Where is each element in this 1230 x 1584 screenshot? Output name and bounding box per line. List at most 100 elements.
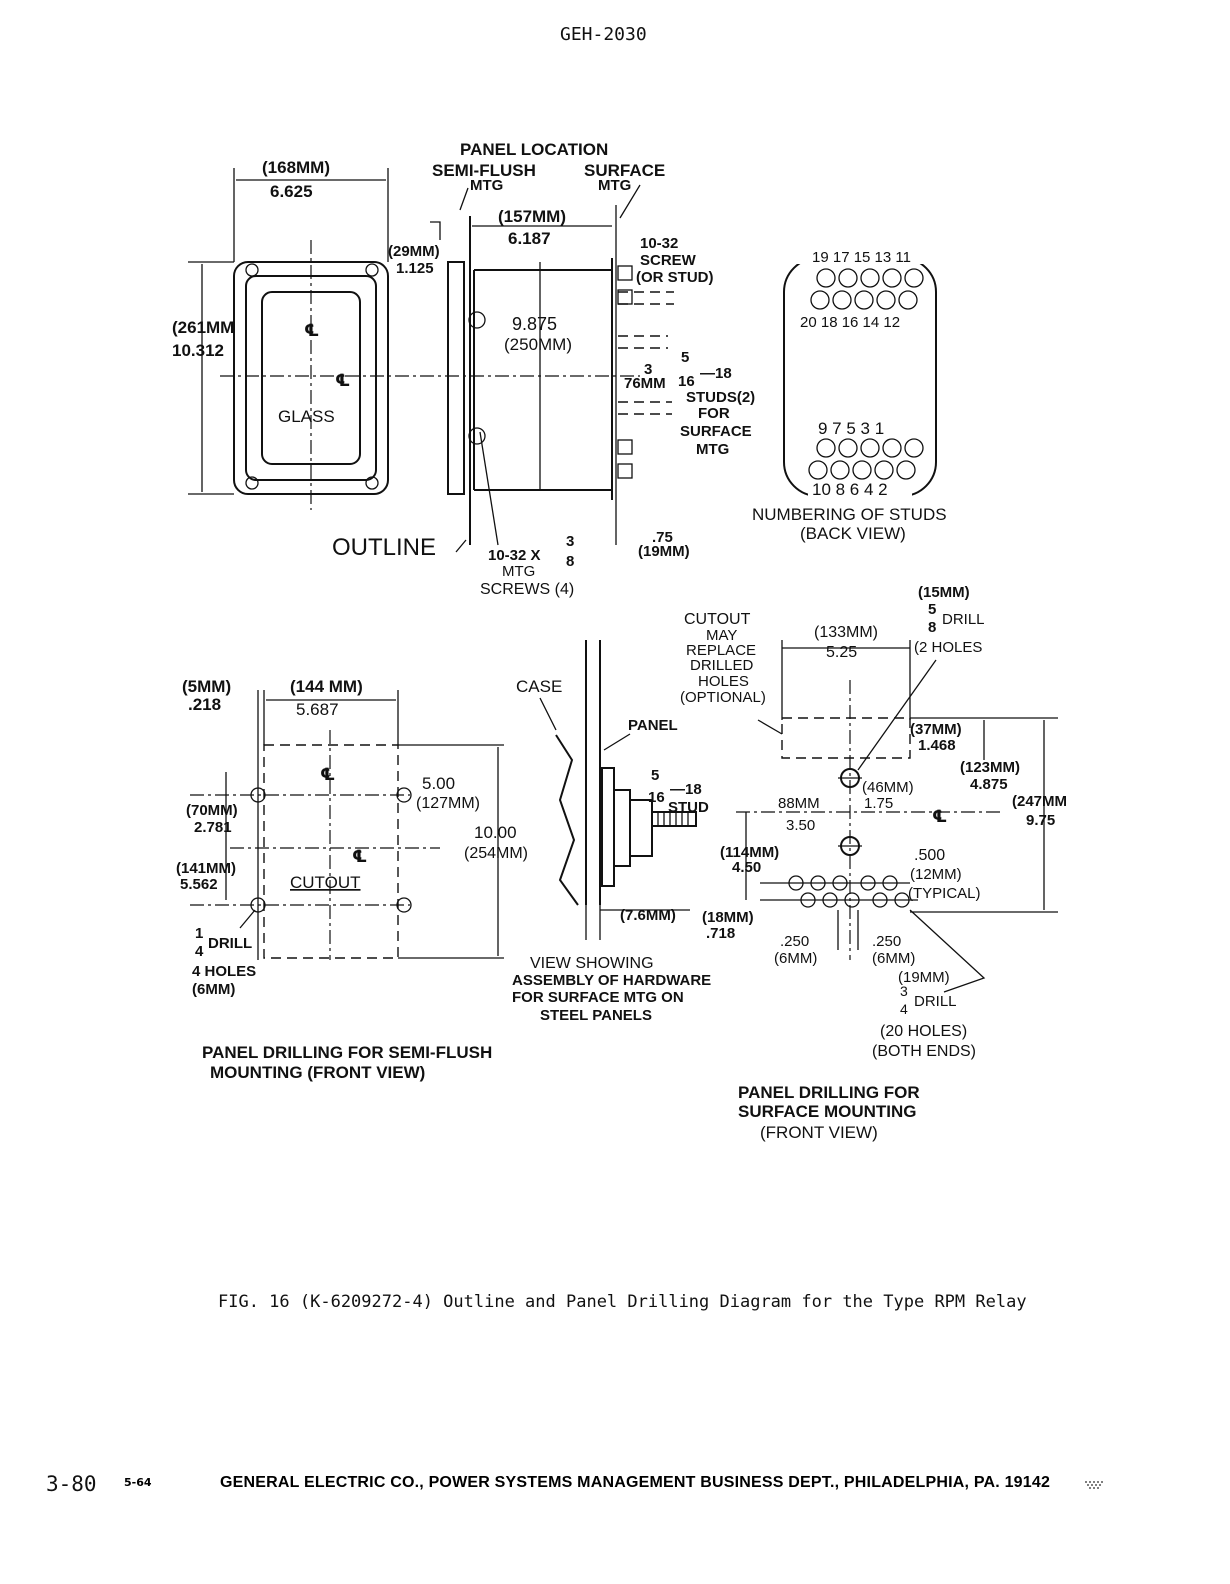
centerline-symbol-v: ℄ [304, 321, 319, 340]
d88-in: 3.50 [786, 817, 815, 834]
drill-hole-tr [396, 787, 412, 803]
d46-mm: (46MM) [862, 779, 914, 796]
corner-screw-br [365, 476, 379, 490]
mtg-screws-line1: 10-32 X [488, 547, 541, 564]
d88-mm: 88MM [778, 795, 820, 812]
outline-height-dim-line [188, 261, 234, 495]
big-drill-holes: (2 HOLES [914, 639, 982, 656]
outline-width-mm: (168MM) [262, 158, 330, 177]
flange-depth-mm: (19MM) [638, 543, 690, 560]
semi-flush-centerline-h: ℄ [352, 847, 367, 866]
big-drill-num: 5 [928, 601, 936, 618]
flange-depth-in: .75 [652, 529, 673, 546]
hole-spacing-mm: (127MM) [416, 795, 480, 812]
drill-den: 4 [195, 943, 204, 960]
d247-mm: (247MM [1012, 793, 1067, 810]
surface-extent-dims [910, 717, 1058, 913]
semi-flush-title-line1: PANEL DRILLING FOR SEMI-FLUSH [202, 1043, 492, 1062]
outline-height-mm: (261MM [172, 318, 234, 337]
cutout-height-in: 10.00 [474, 823, 517, 842]
surface-title-line1: PANEL DRILLING FOR [738, 1083, 920, 1102]
d250b-mm: (6MM) [872, 950, 915, 967]
case-break-line [555, 734, 579, 906]
d123-mm: (123MM) [960, 759, 1020, 776]
assembly-gap-mm: (7.6MM) [620, 907, 676, 924]
big-drill-label: DRILL [942, 611, 985, 628]
revision-date: 5-64 [124, 1476, 152, 1489]
lower-dim-mm: (141MM) [176, 860, 236, 877]
case-side-body [463, 216, 613, 545]
terminal-screw-2 [617, 289, 633, 305]
stud-low-numbers: 9 7 5 3 1 [818, 419, 884, 438]
outline-height-in: 10.312 [172, 341, 224, 360]
semi-flush-cutout [263, 744, 399, 959]
assembly-depth-mm: (18MM) [702, 909, 754, 926]
small-drill-label: DRILL [914, 993, 957, 1010]
glass-label: GLASS [278, 407, 335, 426]
surface-centerline: ℄ [932, 807, 947, 826]
case-label: CASE [516, 677, 562, 696]
assembly-stud-thread: —18 [670, 781, 702, 798]
d250a-in: .250 [780, 933, 809, 950]
figure-caption: FIG. 16 (K-6209272-4) Outline and Panel … [218, 1292, 1027, 1312]
big-drill-mm: (15MM) [918, 584, 970, 601]
outline-depth-mm: (157MM) [498, 207, 566, 226]
mtg-screws-line2: MTG [502, 563, 535, 580]
holes-mm: (6MM) [192, 981, 235, 998]
mtg-screw-upper [468, 311, 486, 329]
mtg-screws-line3: SCREWS (4) [480, 581, 574, 598]
panel-location-leaders [459, 184, 641, 219]
panel-leader [603, 733, 631, 751]
outline-offset-in: 1.125 [396, 260, 434, 277]
stud-offset-mm: 76MM [624, 375, 666, 392]
stud-threads [657, 812, 689, 826]
cutout-note-leader [757, 719, 783, 735]
centerline-symbol-h: ℄ [335, 371, 350, 390]
outline-offset-leader [430, 221, 441, 240]
assembly-stud-label: STUD [668, 799, 709, 816]
small-holes-center-lines [760, 882, 918, 901]
panel-extension [585, 905, 601, 940]
cutout-width-mm: (144 MM) [290, 677, 363, 696]
mtg-screws-den: 8 [566, 553, 574, 570]
small-drill-ends: (BOTH ENDS) [872, 1043, 976, 1060]
span-in: 5.25 [826, 644, 857, 661]
stud-row-fourth [808, 460, 916, 480]
panel-label: PANEL [628, 717, 678, 734]
d37-in: 1.468 [918, 737, 956, 754]
d250b-in: .250 [872, 933, 901, 950]
assembly-stud-den: 16 [648, 789, 665, 806]
edge-dim-mm: (5MM) [182, 677, 231, 696]
panel-location-label: PANEL LOCATION [460, 140, 608, 159]
stud-hex [629, 799, 653, 857]
studs-count-label: STUDS(2) [686, 389, 755, 406]
small-drill-mm: (19MM) [898, 969, 950, 986]
optional-cutout [781, 717, 911, 759]
stud-mid-numbers: 20 18 16 14 12 [800, 314, 900, 331]
stud-row-third [816, 438, 924, 458]
outline-width-in: 6.625 [270, 182, 313, 201]
studs-for-label: FOR [698, 405, 730, 422]
semi-flush-centerline-v: ℄ [320, 765, 335, 784]
outline-view: PANEL LOCATION SEMI-FLUSH MTG SURFACE MT… [172, 140, 755, 598]
cutout-note-line4: DRILLED [690, 657, 754, 674]
small-drill-holes: (20 HOLES) [880, 1023, 967, 1040]
d123-in: 4.875 [970, 776, 1008, 793]
span-mm: (133MM) [814, 624, 878, 641]
stud-thread: —18 [700, 365, 732, 382]
cutout-note-line5: HOLES [698, 673, 749, 690]
d114-mm: (114MM) [720, 844, 779, 861]
surface-drilling-view: CUTOUT MAY REPLACE DRILLED HOLES (OPTION… [680, 584, 1067, 1142]
small-drill-den: 4 [900, 1001, 908, 1017]
assembly-title-line1: VIEW SHOWING [530, 955, 654, 972]
inner-height-in: 9.875 [512, 314, 557, 334]
stud-thread-body [651, 811, 697, 827]
d500-in: .500 [914, 847, 945, 864]
surface-label: SURFACE [584, 161, 665, 180]
screw-note-line2: SCREW [640, 252, 697, 269]
d500-mm: (12MM) [910, 866, 962, 883]
top-dim-mm: (70MM) [186, 802, 238, 819]
terminal-screw-1 [617, 265, 633, 281]
drill-hole-bl [250, 897, 266, 913]
